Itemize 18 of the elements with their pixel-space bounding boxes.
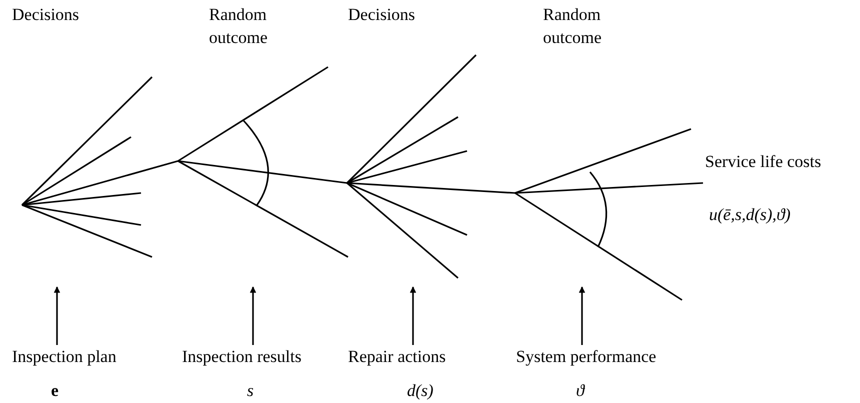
column-heading: Random outcome xyxy=(209,4,269,49)
outcome-label: u(ē,s,d(s),ϑ) xyxy=(709,204,792,226)
column-heading: Decisions xyxy=(348,4,416,26)
symbol-label: ϑ xyxy=(576,381,584,402)
column-heading: Random outcome xyxy=(543,4,603,49)
symbol-label: d(s) xyxy=(407,381,434,402)
stage-label: Repair actions xyxy=(348,347,446,368)
outcome-label: Service life costs xyxy=(705,151,822,173)
arrow xyxy=(54,286,60,345)
stage-label: System performance xyxy=(516,347,656,368)
symbol-label: e xyxy=(51,381,59,402)
arrow xyxy=(410,286,416,345)
column-heading: Decisions xyxy=(12,4,80,26)
stage-label: Inspection results xyxy=(182,347,302,368)
arrow xyxy=(250,286,256,345)
stage-label: Inspection plan xyxy=(12,347,116,368)
arrow xyxy=(578,286,586,345)
symbol-label: s xyxy=(247,381,254,402)
